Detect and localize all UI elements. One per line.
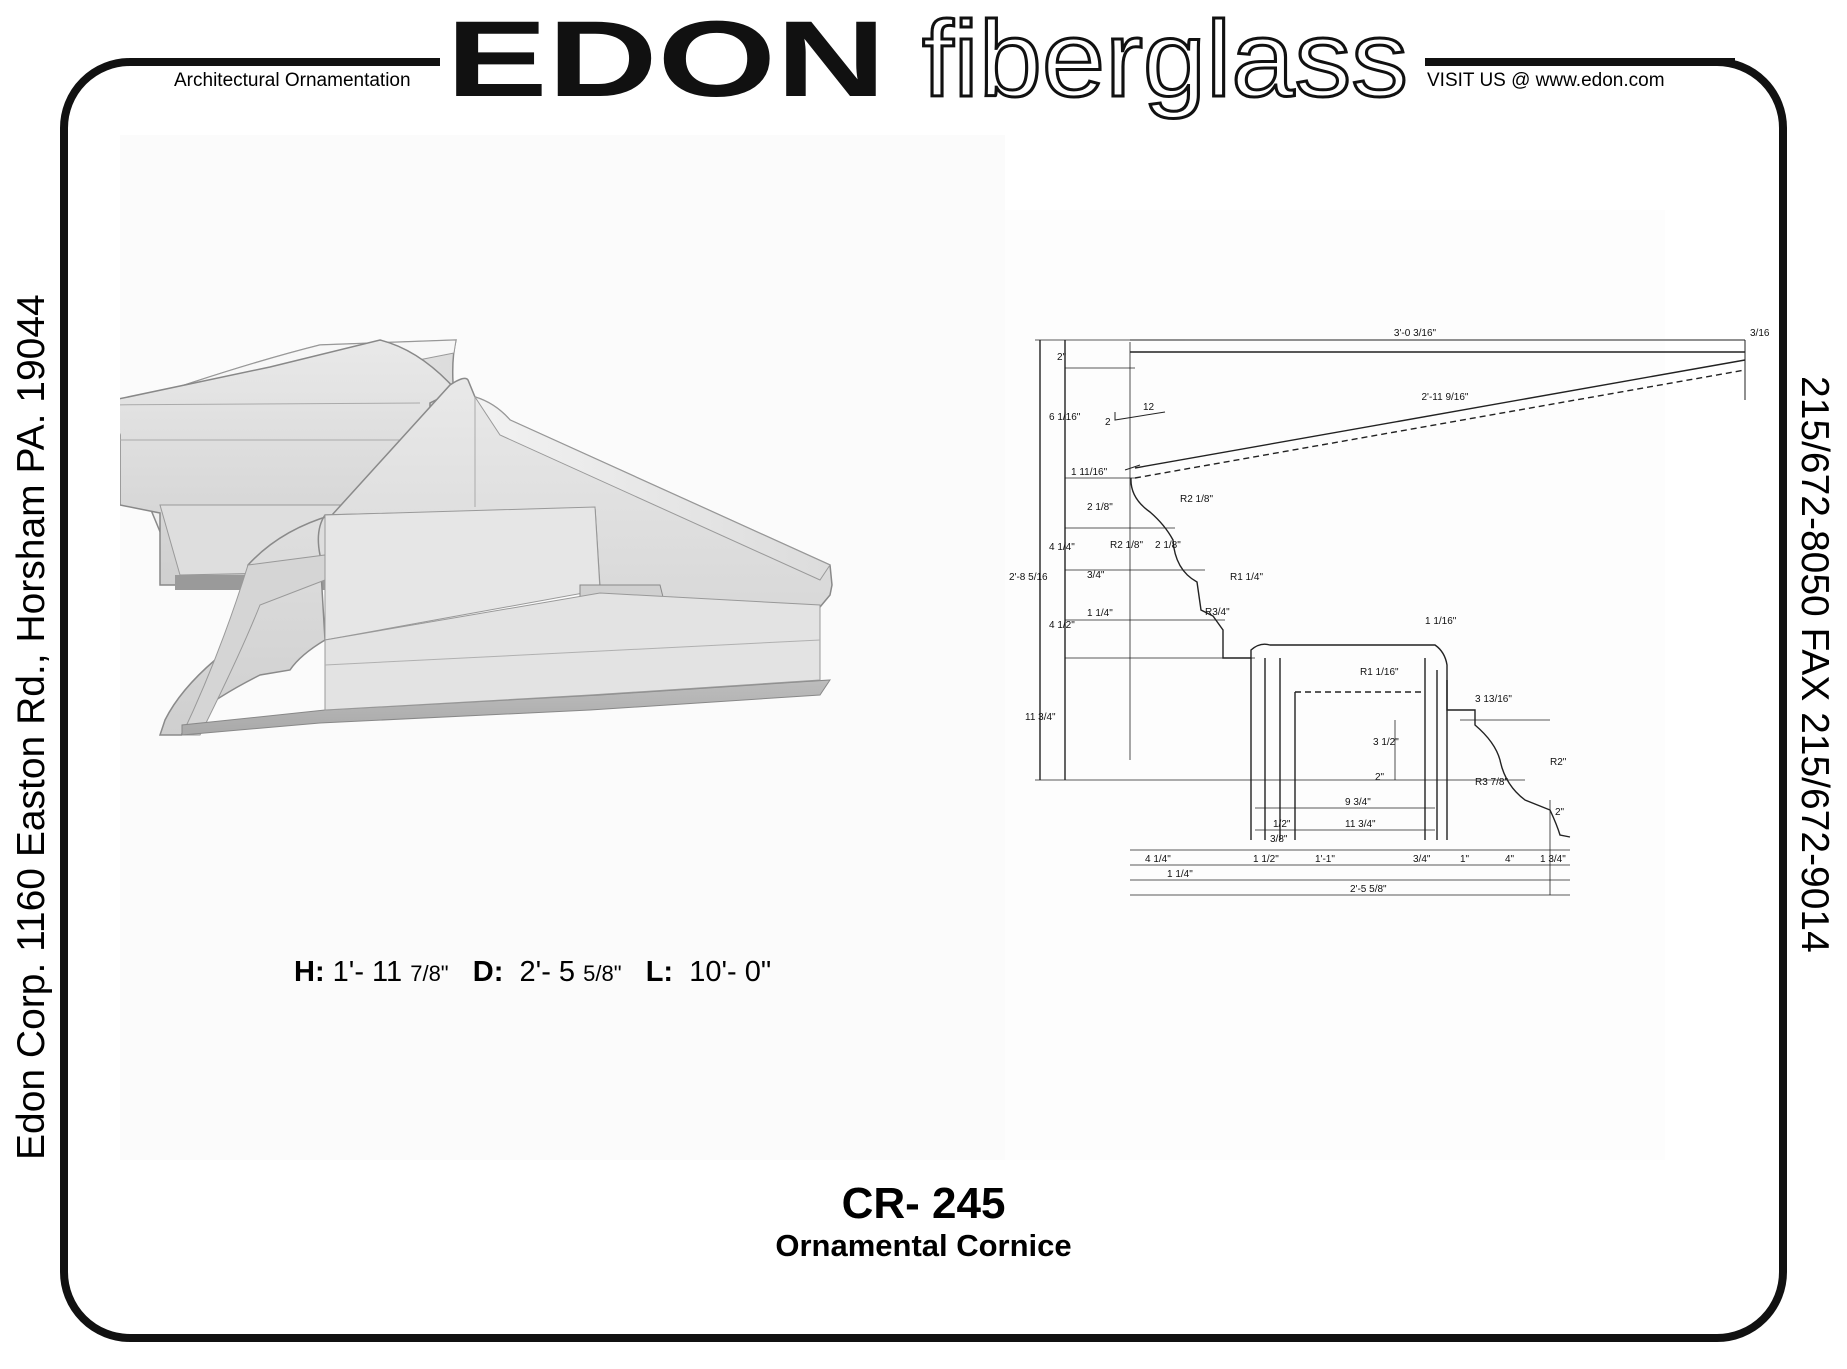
header-tagline: Architectural Ornamentation bbox=[174, 70, 411, 92]
logo-brand: EDON bbox=[446, 10, 886, 119]
dim-h-1-1-4: 1 1/4" bbox=[1087, 608, 1113, 619]
dim-h-2: 2" bbox=[1057, 352, 1067, 363]
dim-h-3-4-a: 3/4" bbox=[1087, 570, 1105, 581]
dim-r2: R2" bbox=[1550, 757, 1567, 768]
product-name: Ornamental Cornice bbox=[775, 1228, 1072, 1263]
dim-slope-rise: 2 bbox=[1105, 417, 1111, 428]
dim-h-total: 2'-8 5/16 bbox=[1009, 572, 1048, 583]
dim-r2-1-8-b: R2 1/8" bbox=[1110, 540, 1143, 551]
height-label: H: bbox=[294, 956, 325, 988]
cornice-render-image bbox=[120, 339, 833, 736]
dim-h-3-1-2: 3 1/2" bbox=[1373, 737, 1399, 748]
dim-r3-7-8: R3 7/8" bbox=[1475, 777, 1508, 788]
dim-top-right: 3/16 bbox=[1750, 328, 1770, 339]
dim-slope-run: 12 bbox=[1143, 402, 1155, 413]
dim-w-3-8: 3/8" bbox=[1270, 834, 1288, 845]
dim-w-1-2: 1/2" bbox=[1273, 819, 1291, 830]
header-rule-right bbox=[1425, 58, 1735, 62]
dim-r1-1-16: R1 1/16" bbox=[1360, 667, 1399, 678]
dim-r1-1-4: R1 1/4" bbox=[1230, 572, 1263, 583]
dim-r3-4: R3/4" bbox=[1205, 607, 1230, 618]
cornice-main-run bbox=[158, 377, 833, 736]
dim-w-11-3-4: 11 3/4" bbox=[1345, 819, 1376, 830]
company-address: Edon Corp. 1160 Easton Rd., Horsham PA. … bbox=[10, 294, 53, 1160]
cornice-profile-drawing: 3'-0 3/16" 3/16 2'-11 9/16" 12 2 R2 1/8"… bbox=[1009, 328, 1770, 896]
dim-h-4-1-4: 4 1/4" bbox=[1049, 542, 1075, 553]
product-dimensions: H: 1'- 11 7/8" D: 2'- 5 5/8" L: 10'- 0" bbox=[294, 956, 771, 989]
dim-w-1-1-16: 1 1/16" bbox=[1425, 616, 1457, 627]
length-label: L: bbox=[645, 956, 674, 988]
logo-backdrop bbox=[440, 8, 1425, 118]
dim-w-1-1-4: 1 1/4" bbox=[1167, 869, 1193, 880]
dim-h-6-1-16: 6 1/16" bbox=[1049, 412, 1081, 423]
edon-fiberglass-logo: EDON fiberglass bbox=[446, 10, 1410, 120]
dim-r2-1-8-a: R2 1/8" bbox=[1180, 494, 1213, 505]
height-fraction: 7/8" bbox=[410, 961, 449, 986]
dim-w-9-3-4: 9 3/4" bbox=[1345, 797, 1371, 808]
dim-w-2-right: 2" bbox=[1555, 807, 1565, 818]
depth-label: D: bbox=[472, 956, 504, 988]
dim-h-1-11-16: 1 11/16" bbox=[1071, 467, 1108, 478]
logo-suffix: fiberglass bbox=[922, 10, 1408, 119]
depth-fraction: 5/8" bbox=[583, 961, 622, 986]
dim-w-1: 1" bbox=[1460, 854, 1470, 865]
dim-h-2-1-8-a: 2 1/8" bbox=[1087, 502, 1113, 513]
height-value: 1'- 11 bbox=[332, 956, 403, 988]
depth-value: 2'- 5 bbox=[519, 956, 576, 988]
dim-w-2-5-5-8: 2'-5 5/8" bbox=[1350, 884, 1387, 895]
dim-slope-length: 2'-11 9/16" bbox=[1422, 392, 1469, 403]
dim-h-2-1-8-b: 2 1/8" bbox=[1155, 540, 1181, 551]
header-website-link[interactable]: VISIT US @ www.edon.com bbox=[1427, 70, 1665, 92]
length-value: 10'- 0" bbox=[689, 956, 772, 988]
company-phone-fax: 215/672-8050 FAX 215/672-9014 bbox=[1793, 376, 1836, 953]
dim-h-11-3-4: 11 3/4" bbox=[1025, 712, 1056, 723]
dim-w-1-1-2: 1 1/2" bbox=[1253, 854, 1279, 865]
dim-w-1-3-4: 1 3/4" bbox=[1540, 854, 1566, 865]
product-title-block: CR- 245 Ornamental Cornice bbox=[0, 1180, 1847, 1264]
dim-h-4-1-2: 4 1/2" bbox=[1049, 620, 1075, 631]
dim-w-1-1: 1'-1" bbox=[1315, 854, 1335, 865]
dim-top-width: 3'-0 3/16" bbox=[1394, 328, 1437, 339]
dim-w-3-13-16: 3 13/16" bbox=[1475, 694, 1512, 705]
header-rule-left bbox=[140, 58, 440, 62]
dim-h-2-b: 2" bbox=[1375, 772, 1385, 783]
dim-w-3-4: 3/4" bbox=[1413, 854, 1431, 865]
product-code: CR- 245 bbox=[841, 1179, 1006, 1228]
dim-w-4: 4" bbox=[1505, 854, 1515, 865]
dim-w-4-1-4: 4 1/4" bbox=[1145, 854, 1171, 865]
